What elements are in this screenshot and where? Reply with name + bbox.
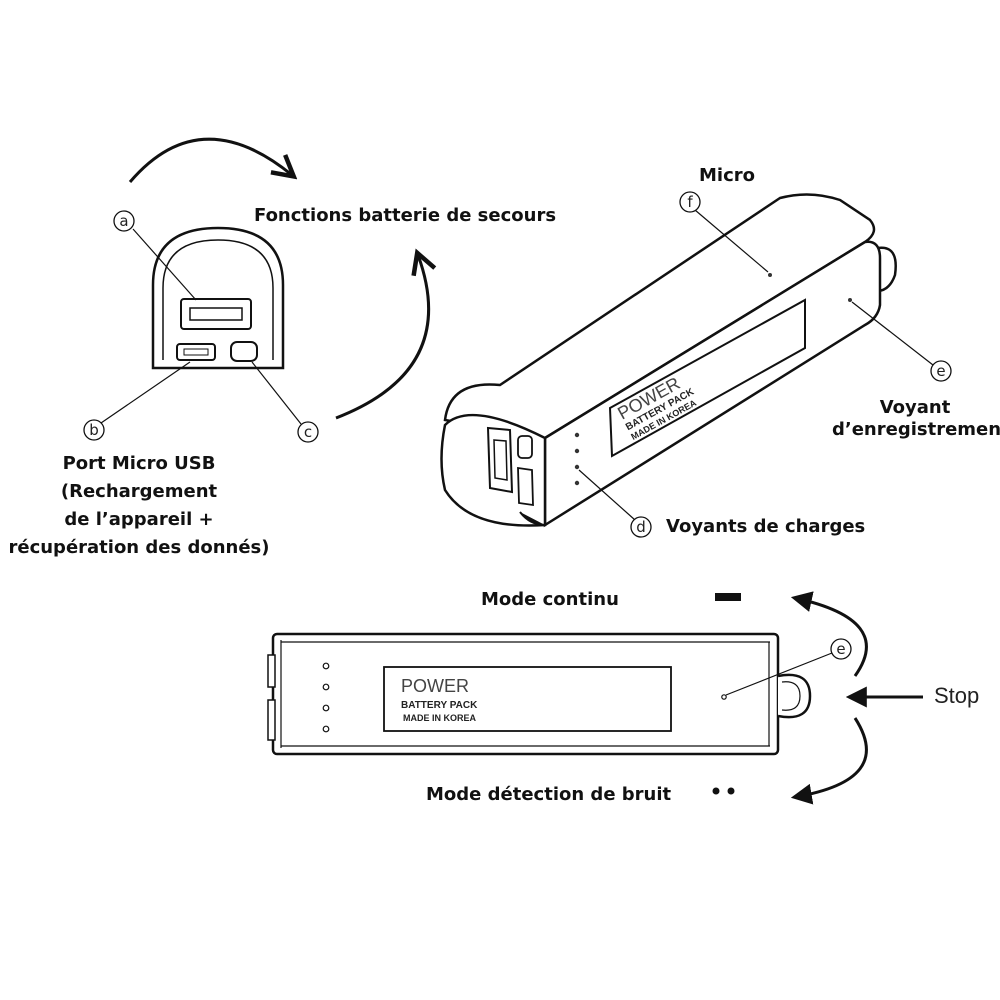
noise-detection-mode-label: Mode détection de bruit [426,784,672,805]
callout-c: c [304,423,312,441]
micro-label: Micro [699,165,755,186]
curved-arrow-top [128,137,292,183]
callout-f: f [687,193,693,211]
mode-arrow-down [790,717,868,805]
brand-text-side: POWER [401,676,469,696]
recording-led-label: Voyant d’enregistrement [832,397,1000,440]
charge-leds-label: Voyants de charges [666,516,866,537]
usb-a-port [180,298,252,330]
noise-mode-indicator-1 [712,787,720,795]
origin-text-side: MADE IN KOREA [403,713,477,723]
continuous-mode-indicator [715,593,741,601]
noise-mode-indicator-2 [727,787,735,795]
curved-arrow-right [335,255,429,420]
button-c [230,341,258,362]
model-text-side: BATTERY PACK [401,700,478,711]
device-end-view [151,226,285,370]
micro-usb-label: Port Micro USB (Rechargement de l’appare… [8,453,270,558]
callout-a: a [119,212,128,230]
stop-label: Stop [934,683,980,708]
device-side-view [267,632,812,756]
device-perspective-view [440,193,897,528]
micro-usb-port [176,343,216,361]
backup-functions-label: Fonctions batterie de secours [254,205,557,226]
callout-e: e [936,362,945,380]
continuous-mode-label: Mode continu [481,589,619,610]
callout-d: d [636,518,646,536]
callout-e-side: e [836,640,845,658]
callout-b: b [89,421,99,439]
mode-arrow-up [790,591,868,677]
